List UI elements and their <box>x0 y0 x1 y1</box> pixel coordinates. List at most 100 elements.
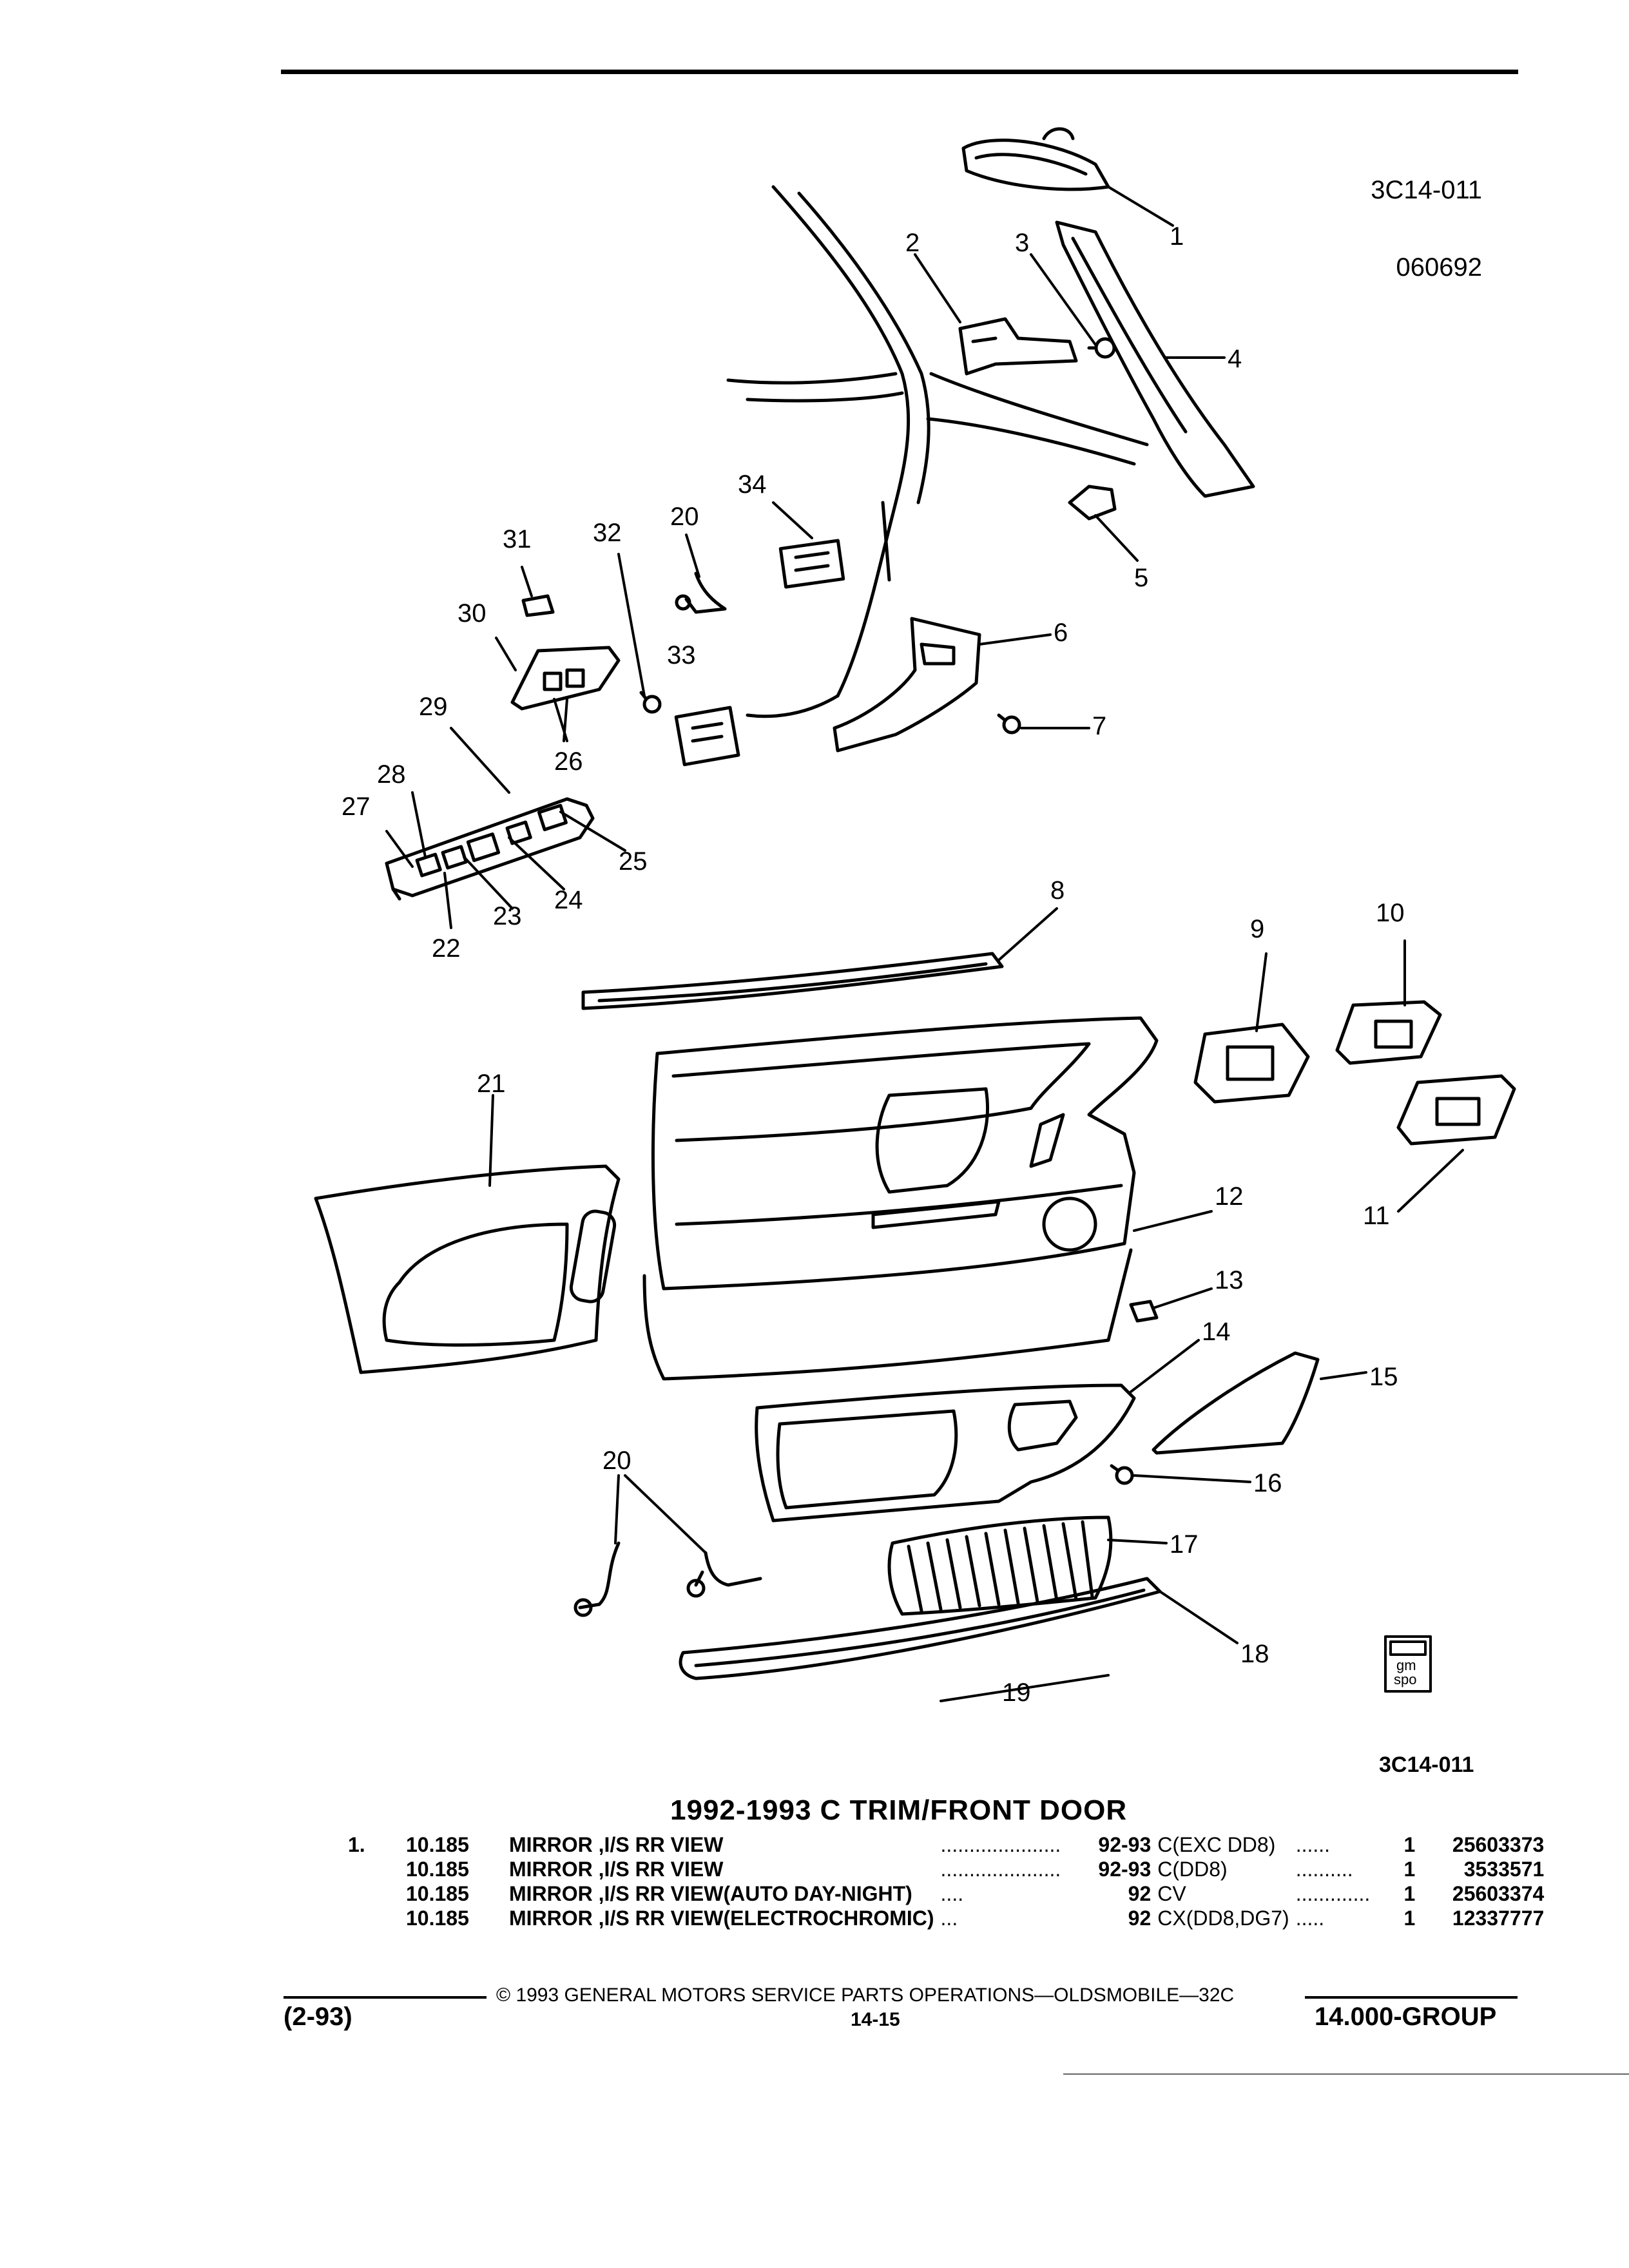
item-number <box>348 1857 406 1881</box>
callout-12: 12 <box>1215 1182 1244 1211</box>
callout-10: 10 <box>1376 899 1405 927</box>
speaker-grille-part <box>887 1515 1113 1616</box>
callout-17: 17 <box>1170 1530 1199 1559</box>
callout-21: 21 <box>477 1070 506 1098</box>
item-number <box>348 1881 406 1906</box>
bezel-30-part <box>510 646 621 711</box>
header-rule <box>281 70 1518 74</box>
model-years: 92 <box>1128 1907 1152 1930</box>
part-row: 10.185 MIRROR ,I/S RR VIEW(AUTO DAY-NIGHT… <box>348 1881 1544 1906</box>
lower-bracket-part <box>833 617 981 753</box>
harness-upper-part <box>675 572 727 614</box>
model-years: 92-93 <box>1098 1858 1152 1881</box>
exploded-view-diagram: gm spo <box>314 127 1516 1707</box>
part-number: 25603373 <box>1452 1833 1545 1856</box>
quantity: 1 <box>1403 1907 1416 1930</box>
part-number: 3533571 <box>1463 1858 1545 1881</box>
group-number: 14.000-GROUP <box>1315 2003 1497 2031</box>
switch-34-part <box>778 539 845 589</box>
model-years: 92 <box>1128 1882 1152 1905</box>
part-number: 25603374 <box>1452 1882 1545 1905</box>
illustration-code: 3C14-011 060692 <box>1315 126 1482 332</box>
leader-dots: .... <box>940 1882 964 1905</box>
item-number: 1. <box>348 1833 365 1856</box>
leader-dots: ... <box>940 1907 958 1930</box>
callout-33: 33 <box>667 641 696 669</box>
door-trim-panel-part <box>642 1016 1159 1381</box>
callout-32: 32 <box>593 519 622 547</box>
model-code: CV <box>1157 1882 1186 1905</box>
bracket-part <box>958 317 1078 376</box>
quantity: 1 <box>1403 1882 1416 1905</box>
callout-30: 30 <box>458 599 487 628</box>
door-frame-part <box>726 185 1149 718</box>
callout-28: 28 <box>377 760 406 789</box>
screw-part <box>1087 337 1116 359</box>
leader-dots: ..................... <box>940 1858 1061 1881</box>
callout-26: 26 <box>554 747 583 776</box>
callout-5: 5 <box>1134 564 1148 592</box>
footer-rule-left <box>284 1996 487 1999</box>
revision-date: (2-93) <box>284 2003 352 2031</box>
part-row: 10.185 MIRROR ,I/S RR VIEW(ELECTROCHROMIC… <box>348 1906 1544 1930</box>
callout-20-upper: 20 <box>670 503 699 531</box>
weatherstrip-part <box>581 952 1004 1010</box>
leader-dots: ............. <box>1295 1882 1371 1905</box>
clip-13-part <box>1129 1300 1159 1323</box>
switch-33-part <box>674 706 740 767</box>
badge-text-spo: spo <box>1394 1671 1416 1687</box>
group-number: 10.185 <box>406 1833 469 1856</box>
callout-20-lower: 20 <box>602 1446 631 1475</box>
callout-1: 1 <box>1170 222 1184 251</box>
illustration-date-line: 060692 <box>1396 253 1482 282</box>
callout-4: 4 <box>1228 345 1242 373</box>
callout-14: 14 <box>1202 1318 1231 1346</box>
leader-dots: ..... <box>1295 1907 1325 1930</box>
quantity: 1 <box>1403 1833 1416 1856</box>
pillar-molding-part <box>1055 220 1255 498</box>
callout-27: 27 <box>342 793 371 821</box>
model-code: C(DD8) <box>1157 1858 1228 1881</box>
lower-molding-part <box>679 1577 1162 1680</box>
footer-rule-right <box>1305 1996 1518 1999</box>
group-number: 10.185 <box>406 1882 469 1905</box>
clip-31-part <box>521 594 555 617</box>
callout-23: 23 <box>493 902 522 930</box>
badge-text-gm: gm <box>1396 1657 1416 1673</box>
leader-dots: ...... <box>1295 1833 1331 1856</box>
handle-bezel-part <box>1193 1023 1310 1104</box>
illustration-code-bottom: 3C14-011 <box>1379 1753 1474 1777</box>
page-number: 14-15 <box>851 2009 900 2030</box>
callout-7: 7 <box>1092 712 1106 740</box>
leader-dots: .......... <box>1295 1858 1353 1881</box>
harness-lower-part <box>574 1541 762 1617</box>
mirror-part <box>961 127 1110 191</box>
part-description: MIRROR ,I/S RR VIEW(ELECTROCHROMIC) <box>509 1907 934 1930</box>
model-code: CX(DD8,DG7) <box>1157 1907 1289 1930</box>
gm-spo-badge <box>1384 1635 1432 1693</box>
escutcheon-11-part <box>1396 1074 1516 1146</box>
callout-2: 2 <box>905 229 920 257</box>
part-description: MIRROR ,I/S RR VIEW(AUTO DAY-NIGHT) <box>509 1882 912 1905</box>
callout-18: 18 <box>1240 1640 1269 1668</box>
callout-8: 8 <box>1050 876 1065 905</box>
quantity: 1 <box>1403 1858 1416 1881</box>
part-number: 12337777 <box>1452 1907 1545 1930</box>
section-title: 1992-1993 C TRIM/FRONT DOOR <box>670 1794 1128 1826</box>
callout-25: 25 <box>619 847 648 876</box>
leader-lines <box>385 186 1464 1702</box>
model-years: 92-93 <box>1098 1833 1152 1856</box>
callout-labels: 1 2 3 4 5 6 7 8 9 10 11 12 13 14 15 16 1… <box>342 222 1405 1707</box>
callout-9: 9 <box>1250 915 1264 943</box>
group-number: 10.185 <box>406 1907 469 1930</box>
callout-31: 31 <box>503 525 532 553</box>
clip-part <box>1068 485 1117 521</box>
callout-11: 11 <box>1363 1202 1390 1230</box>
copyright-line: © 1993 GENERAL MOTORS SERVICE PARTS OPER… <box>496 1984 1235 2006</box>
armrest-bezel-part <box>755 1383 1136 1523</box>
callout-19: 19 <box>1002 1678 1031 1707</box>
